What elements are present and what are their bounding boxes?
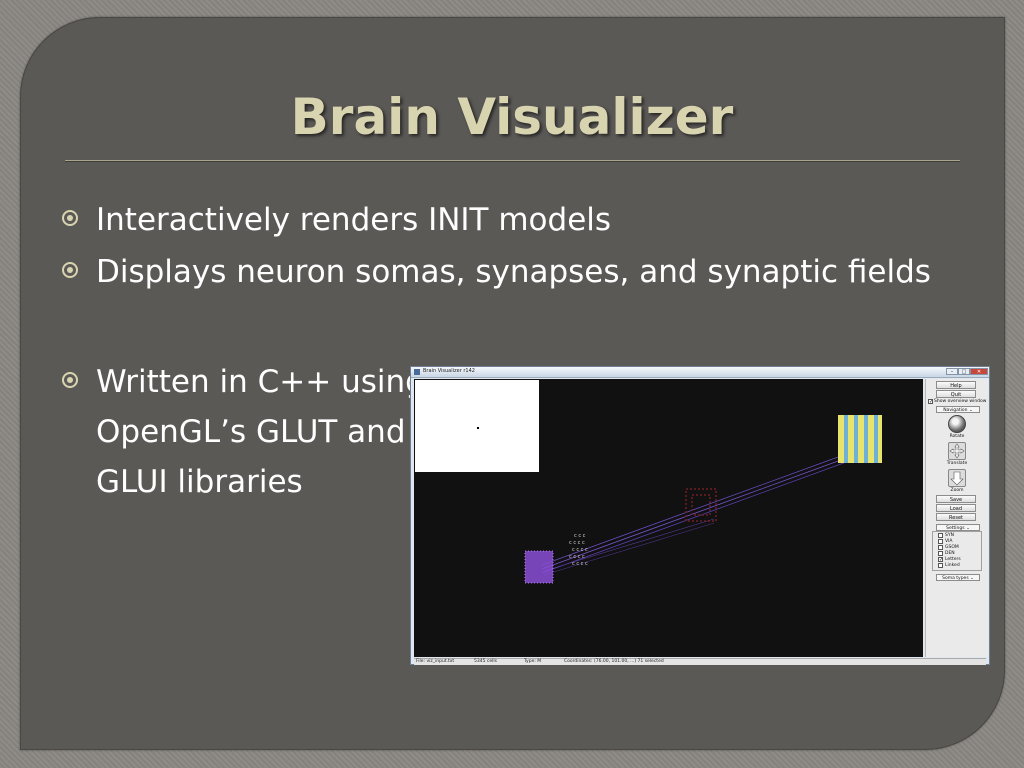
den-label: DEN: [945, 551, 955, 556]
show-overview-checkbox[interactable]: ✓: [928, 399, 934, 405]
settings-group: [932, 531, 982, 571]
letters-label: Letters: [945, 557, 961, 562]
syn-label: SYN: [945, 533, 954, 538]
brain-visualizer-window: Brain Visualizer r142 – □ ✕ c c c: [410, 366, 990, 665]
syn-checkbox[interactable]: [938, 533, 943, 538]
den-checkbox[interactable]: [938, 551, 943, 556]
bullet-text: Displays neuron somas, synapses, and syn…: [96, 254, 931, 290]
zoom-arrow-icon: [950, 471, 964, 486]
save-button[interactable]: Save: [936, 495, 976, 503]
neuron-render: c c c c c c c c c c c c c c c c c c c: [524, 415, 882, 584]
gsom-label: GSOM: [945, 545, 959, 550]
chevron-down-icon: ⌄: [966, 526, 970, 531]
bullet-item: Displays neuron somas, synapses, and syn…: [60, 247, 976, 297]
purple-soma-cluster: [524, 550, 554, 584]
settings-dropdown-label: Settings: [946, 526, 965, 531]
yellow-soma-cluster: [838, 415, 882, 463]
svg-text:c c c c: c c c c: [569, 554, 585, 560]
bullet-circle-icon: [62, 210, 78, 226]
letters-checkbox[interactable]: ✓: [938, 557, 944, 563]
bullet-text: Interactively renders INIT models: [96, 202, 612, 238]
show-overview-label: Show overview window: [934, 399, 987, 404]
overview-window[interactable]: [415, 380, 539, 472]
load-button[interactable]: Load: [936, 504, 976, 512]
status-cell-count: 5345 cells: [474, 659, 497, 664]
translate-control[interactable]: [948, 442, 966, 460]
svg-text:c c c c: c c c c: [572, 561, 588, 567]
status-coordinates: Coordinates: (76.00, 101.00, ...) 71 sel…: [564, 659, 664, 664]
move-arrows-icon: [949, 443, 965, 459]
svg-text:c c c c: c c c c: [569, 540, 585, 546]
synapse-line: [543, 518, 715, 572]
zoom-control[interactable]: [948, 469, 966, 487]
synapse-line: [541, 456, 861, 574]
chevron-down-icon: ⌄: [968, 408, 973, 413]
soma-types-dropdown-label: Soma types: [942, 576, 969, 581]
rotate-label: Rotate: [949, 434, 965, 439]
synapse-lines: [541, 448, 861, 576]
chevron-down-icon: ⌄: [970, 576, 974, 581]
zoom-label: Zoom: [950, 488, 964, 493]
via-label: VIA: [945, 539, 953, 544]
rotate-control[interactable]: [948, 415, 966, 433]
bullet-circle-icon: [62, 262, 78, 278]
minimize-button[interactable]: –: [946, 368, 958, 375]
slide-title: Brain Visualizer: [290, 88, 734, 146]
status-type: Type: M: [524, 659, 542, 664]
red-soma-cluster: [685, 488, 717, 522]
maximize-button[interactable]: □: [958, 368, 970, 375]
synapse-line: [543, 522, 715, 576]
svg-text:c c c c: c c c c: [572, 547, 588, 553]
linked-label: Linked: [945, 563, 960, 568]
gsom-letter-grid: c c c c c c c c c c c c c c c c c c c: [569, 533, 588, 567]
bullet-circle-icon: [62, 372, 78, 388]
svg-text:c c c: c c c: [574, 533, 586, 539]
window-titlebar[interactable]: Brain Visualizer r142 – □ ✕: [411, 367, 989, 378]
title-divider: [65, 160, 960, 161]
reset-button[interactable]: Reset: [936, 513, 976, 521]
app-icon: [414, 369, 420, 375]
bullet-item: Written in C++ using OpenGL’s GLUT and G…: [60, 357, 436, 507]
quit-button[interactable]: Quit: [936, 390, 976, 398]
soma-types-dropdown[interactable]: Soma types ⌄: [936, 574, 980, 581]
via-checkbox[interactable]: [938, 539, 943, 544]
3d-viewport[interactable]: c c c c c c c c c c c c c c c c c c c: [414, 379, 923, 657]
status-file: File: viz_input.txt: [416, 659, 455, 664]
linked-checkbox[interactable]: [938, 563, 943, 568]
overview-marker: [477, 427, 479, 429]
navigation-dropdown-label: Navigation: [943, 408, 968, 413]
help-button[interactable]: Help: [936, 381, 976, 389]
status-bar: File: viz_input.txt 5345 cells Type: M C…: [414, 658, 986, 665]
translate-label: Translate: [946, 461, 968, 466]
gsom-checkbox[interactable]: [938, 545, 943, 550]
synapse-line: [541, 452, 861, 570]
navigation-dropdown[interactable]: Navigation ⌄: [936, 406, 980, 413]
window-title: Brain Visualizer r142: [423, 368, 475, 374]
control-panel: Help Quit ✓ Show overview window Navigat…: [925, 379, 988, 657]
synapse-line: [541, 448, 861, 566]
close-button[interactable]: ✕: [970, 368, 988, 375]
settings-dropdown[interactable]: Settings ⌄: [936, 524, 980, 531]
bullet-text: Written in C++ using OpenGL’s GLUT and G…: [96, 364, 425, 500]
bullet-item: Interactively renders INIT models: [60, 195, 611, 245]
